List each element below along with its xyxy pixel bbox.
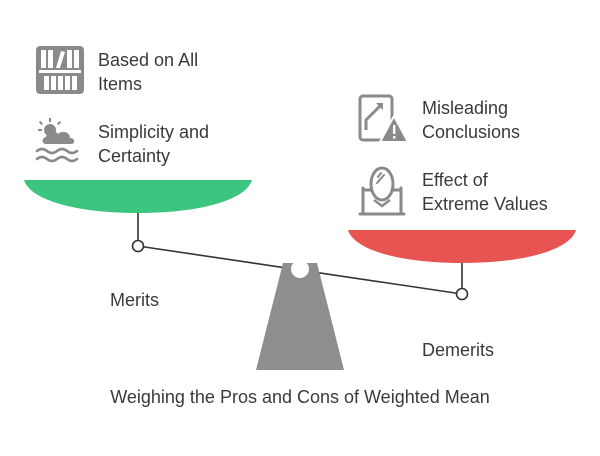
warning-chart-icon bbox=[358, 94, 409, 143]
merits-pan bbox=[24, 180, 252, 213]
merit-item-based-on-all-items: Based on All Items bbox=[98, 48, 198, 96]
fulcrum bbox=[256, 263, 344, 370]
merit-item-text-line: Certainty bbox=[98, 146, 171, 166]
demerit-item-extreme-values: Effect of Extreme Values bbox=[422, 168, 548, 216]
fulcrum-hole bbox=[291, 260, 309, 278]
left-pivot bbox=[131, 239, 145, 253]
weather-sun-cloud-waves-icon bbox=[35, 118, 79, 163]
demerits-pan bbox=[348, 230, 576, 263]
merit-item-simplicity: Simplicity and Certainty bbox=[98, 120, 209, 168]
demerit-item-text-line: Extreme Values bbox=[422, 194, 548, 214]
demerit-item-misleading-conclusions: Misleading Conclusions bbox=[422, 96, 520, 144]
demerit-item-text-line: Effect of bbox=[422, 170, 488, 190]
mirror-icon bbox=[358, 166, 406, 216]
merits-label: Merits bbox=[110, 290, 159, 310]
demerits-label: Demerits bbox=[422, 340, 495, 360]
merit-item-text-line: Simplicity and bbox=[98, 122, 210, 142]
right-pivot bbox=[455, 287, 469, 301]
merit-item-text-line: Items bbox=[98, 74, 143, 94]
demerit-item-text-line: Misleading bbox=[422, 98, 509, 118]
diagram-caption: Weighing the Pros and Cons of Weighted M… bbox=[110, 387, 490, 407]
merit-item-text-line: Based on All bbox=[98, 50, 199, 70]
demerit-item-text-line: Conclusions bbox=[422, 122, 521, 142]
bookshelf-icon bbox=[36, 46, 84, 94]
